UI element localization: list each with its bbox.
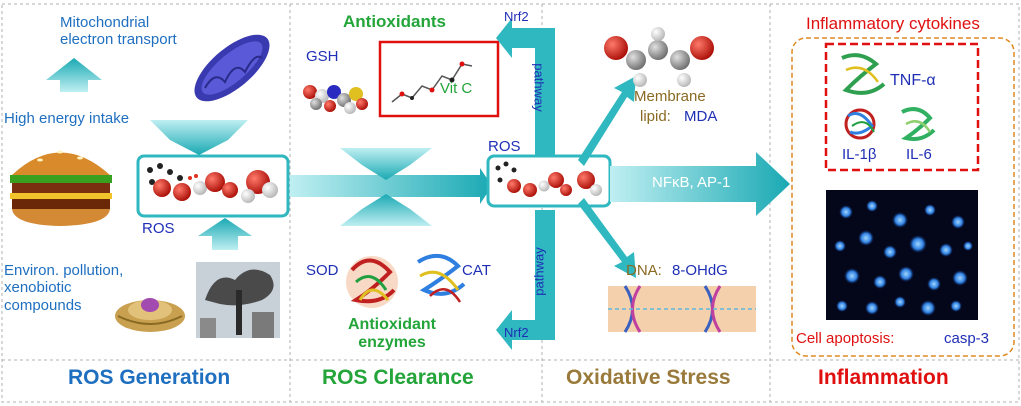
main-flow-arrow-1 [290,168,492,204]
membrane-arrow [578,76,636,166]
casp3-label: casp-3 [944,330,990,347]
nrf2-bottom-arrow [496,310,545,350]
section-title-inflammation: Inflammation [818,366,949,389]
ros-label-center: ROS [488,138,521,155]
cat-label: CAT [462,262,491,279]
enzymes-up-arrow [340,194,432,226]
apoptosis-cells [834,200,973,316]
mito-up-arrow [46,58,102,92]
pathway-top-bar [535,28,555,158]
pathway-bottom-bar [535,210,555,340]
inflammation-outer-box [791,37,1015,357]
enzymes-title: Antioxidant enzymes [348,316,436,352]
lipid-label: lipid: [640,108,671,125]
nfkb-flow-arrow [610,152,790,216]
energy-label: High energy intake [4,110,130,127]
antioxidants-title: Antioxidants [343,12,446,31]
energy-down-arrow [150,120,248,155]
nfkb-label: NFκB, AP-1 [652,174,731,191]
il1b-protein-image [844,108,876,140]
ros-molecule-left [147,163,278,203]
burger-image [10,150,112,226]
pathway-top-label: pathway [531,63,547,112]
ros-label-left: ROS [142,220,175,237]
mitochondrion-image [194,34,270,102]
apoptosis-label: Cell apoptosis: [796,330,895,347]
pollution-up-arrow [198,218,252,250]
section-title-stress: Oxidative Stress [566,366,731,389]
mda-label: MDA [684,108,718,125]
il6-protein-image [901,107,936,141]
section-title-generation: ROS Generation [68,366,231,389]
xenobiotic-image [115,298,185,332]
vitc-label: Vit C [440,80,473,97]
mito-label: Mitochondrial electron transport [60,14,177,49]
vitc-molecule-image [391,61,473,103]
il6-label: IL-6 [906,146,932,163]
antioxidants-down-arrow [340,148,432,180]
cytokines-title: Inflammatory cytokines [806,14,980,33]
dna-arrow [578,198,636,278]
membrane-label: Membrane [634,88,706,105]
nrf2-top-arrow [496,18,545,58]
gsh-molecule-image [303,85,368,114]
dna-label: DNA: [626,262,662,279]
il1b-label: IL-1β [842,146,877,163]
factory-smoke-image [196,262,280,338]
gsh-label: GSH [306,48,339,65]
ohdg-label: 8-OHdG [672,262,728,279]
tnf-protein-image [841,53,886,95]
tnf-label: TNF-α [890,72,936,89]
dna-image [608,285,756,333]
ros-molecule-center [495,161,602,197]
pathway-bottom-label: pathway [531,247,547,296]
section-title-clearance: ROS Clearance [322,366,474,389]
sod-label: SOD [306,262,339,279]
pollution-label: Environ. pollution, xenobiotic compounds [4,262,124,314]
cytokines-box [824,42,980,172]
nrf2-bottom-label: Nrf2 [504,325,529,340]
mda-molecule-image [604,27,714,87]
nrf2-top-label: Nrf2 [504,9,529,24]
cat-enzyme-image [416,254,466,303]
sod-enzyme-image [346,256,398,308]
